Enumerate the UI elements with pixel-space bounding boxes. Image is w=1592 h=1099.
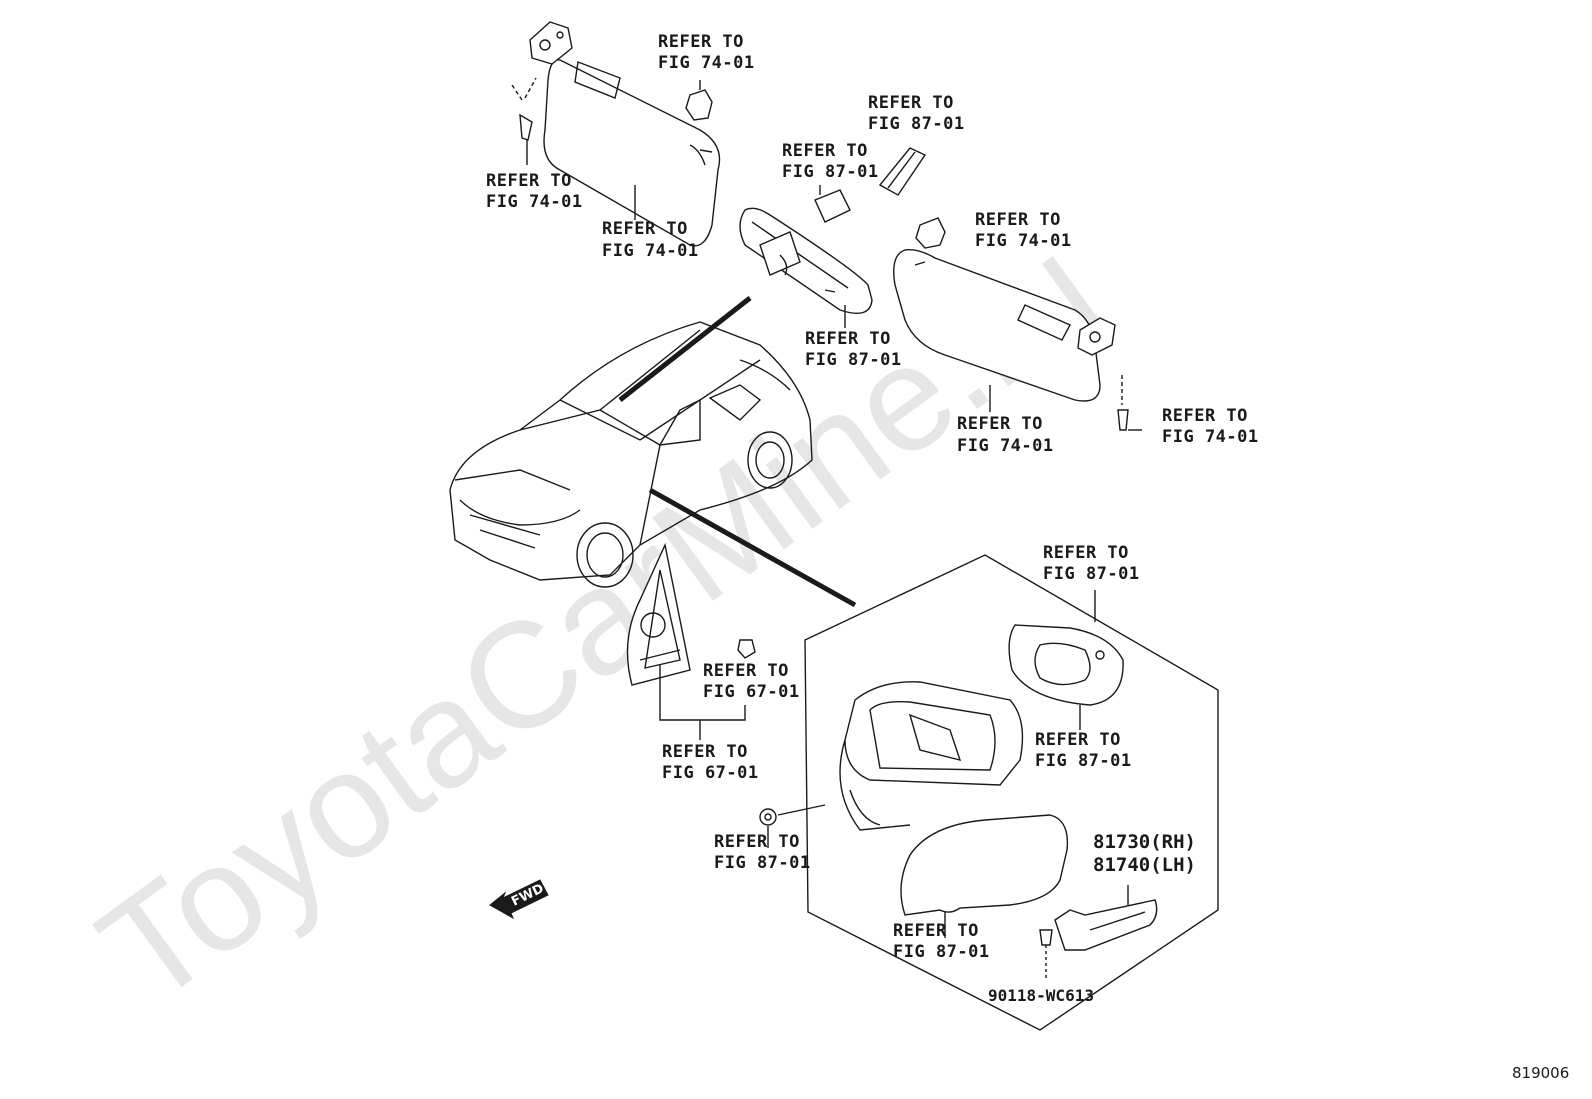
svg-text:REFER TO: REFER TO (1043, 543, 1129, 563)
svg-text:FIG 74-01: FIG 74-01 (1162, 427, 1259, 447)
svg-text:FIG 87-01: FIG 87-01 (1035, 751, 1132, 771)
callout-3: REFER TO FIG 74-01 (602, 219, 699, 261)
svg-text:REFER TO: REFER TO (975, 210, 1061, 230)
svg-text:FIG 87-01: FIG 87-01 (893, 942, 990, 962)
part-number-screw: 90118-WC613 (988, 986, 1094, 1005)
callout-6: REFER TO FIG 87-01 (805, 329, 902, 370)
svg-text:FIG 74-01: FIG 74-01 (602, 241, 699, 261)
mirror-cover-cap (900, 814, 1069, 916)
svg-text:FIG 87-01: FIG 87-01 (714, 853, 811, 873)
mirror-mount-nut (759, 808, 777, 826)
svg-text:REFER TO: REFER TO (1162, 406, 1248, 426)
svg-text:REFER TO: REFER TO (662, 742, 748, 762)
leader-to-mirror (618, 296, 752, 402)
visor-screw-right (1117, 375, 1142, 431)
mirror-glass (1008, 624, 1124, 706)
svg-text:REFER TO: REFER TO (703, 661, 789, 681)
callout-15: REFER TO FIG 87-01 (893, 921, 990, 962)
svg-text:FIG 74-01: FIG 74-01 (486, 192, 583, 212)
svg-text:REFER TO: REFER TO (1035, 730, 1121, 750)
visor-holder-right (1077, 317, 1116, 356)
svg-text:FIG 87-01: FIG 87-01 (868, 114, 965, 134)
svg-text:FIG 87-01: FIG 87-01 (805, 350, 902, 370)
callout-13: REFER TO FIG 67-01 (662, 742, 759, 783)
mirror-bracket (814, 185, 851, 223)
leader-to-outer-mirror (648, 487, 857, 608)
sun-visor-left (543, 59, 721, 247)
assembly-hexagon (804, 554, 1219, 1031)
visor-holder-left (529, 21, 573, 65)
sun-visor-right (893, 248, 1101, 402)
part-number-lh: 81740(LH) (1093, 854, 1196, 876)
svg-text:FIG 74-01: FIG 74-01 (658, 53, 755, 73)
part-number-rh: 81730(RH) (1093, 831, 1196, 853)
svg-text:REFER TO: REFER TO (957, 414, 1043, 434)
turn-signal-lamp (1054, 899, 1158, 951)
svg-text:FIG 87-01: FIG 87-01 (1043, 564, 1140, 584)
vehicle-outline (449, 321, 813, 588)
bracket-line-67 (659, 665, 746, 721)
fwd-arrow-icon: FWD (489, 879, 549, 920)
visor-clip-right (915, 217, 946, 249)
svg-text:FIG 87-01: FIG 87-01 (782, 162, 879, 182)
mirror-housing (839, 681, 1024, 831)
callout-4: REFER TO FIG 87-01 (868, 93, 965, 134)
svg-text:REFER TO: REFER TO (714, 832, 800, 852)
callout-8: REFER TO FIG 74-01 (957, 414, 1054, 456)
svg-text:REFER TO: REFER TO (658, 32, 744, 52)
visor-clip-left (685, 80, 713, 121)
figure-number: 819006 (1512, 1064, 1569, 1082)
lamp-screw (1039, 929, 1053, 980)
svg-text:REFER TO: REFER TO (868, 93, 954, 113)
callout-1: REFER TO FIG 74-01 (658, 32, 755, 73)
svg-text:FIG 74-01: FIG 74-01 (957, 436, 1054, 456)
callout-5: REFER TO FIG 87-01 (782, 141, 879, 182)
callout-7: REFER TO FIG 74-01 (975, 210, 1072, 251)
door-panel-clip (737, 639, 756, 659)
svg-text:FIG 67-01: FIG 67-01 (662, 763, 759, 783)
callout-2: REFER TO FIG 74-01 (486, 171, 583, 212)
callout-10: REFER TO FIG 87-01 (1043, 543, 1140, 584)
callout-14: REFER TO FIG 87-01 (714, 832, 811, 873)
svg-text:FIG 67-01: FIG 67-01 (703, 682, 800, 702)
svg-text:REFER TO: REFER TO (602, 219, 688, 239)
svg-text:REFER TO: REFER TO (893, 921, 979, 941)
callout-11: REFER TO FIG 87-01 (1035, 730, 1132, 771)
door-panel-cover (626, 542, 691, 686)
svg-text:REFER TO: REFER TO (486, 171, 572, 191)
rear-view-mirror (739, 207, 873, 314)
callout-9: REFER TO FIG 74-01 (1162, 406, 1259, 447)
callout-12: REFER TO FIG 67-01 (703, 661, 800, 702)
svg-text:REFER TO: REFER TO (782, 141, 868, 161)
svg-text:REFER TO: REFER TO (805, 329, 891, 349)
svg-text:FIG 74-01: FIG 74-01 (975, 231, 1072, 251)
mirror-cover (878, 147, 927, 196)
visor-screw-left (511, 77, 537, 165)
